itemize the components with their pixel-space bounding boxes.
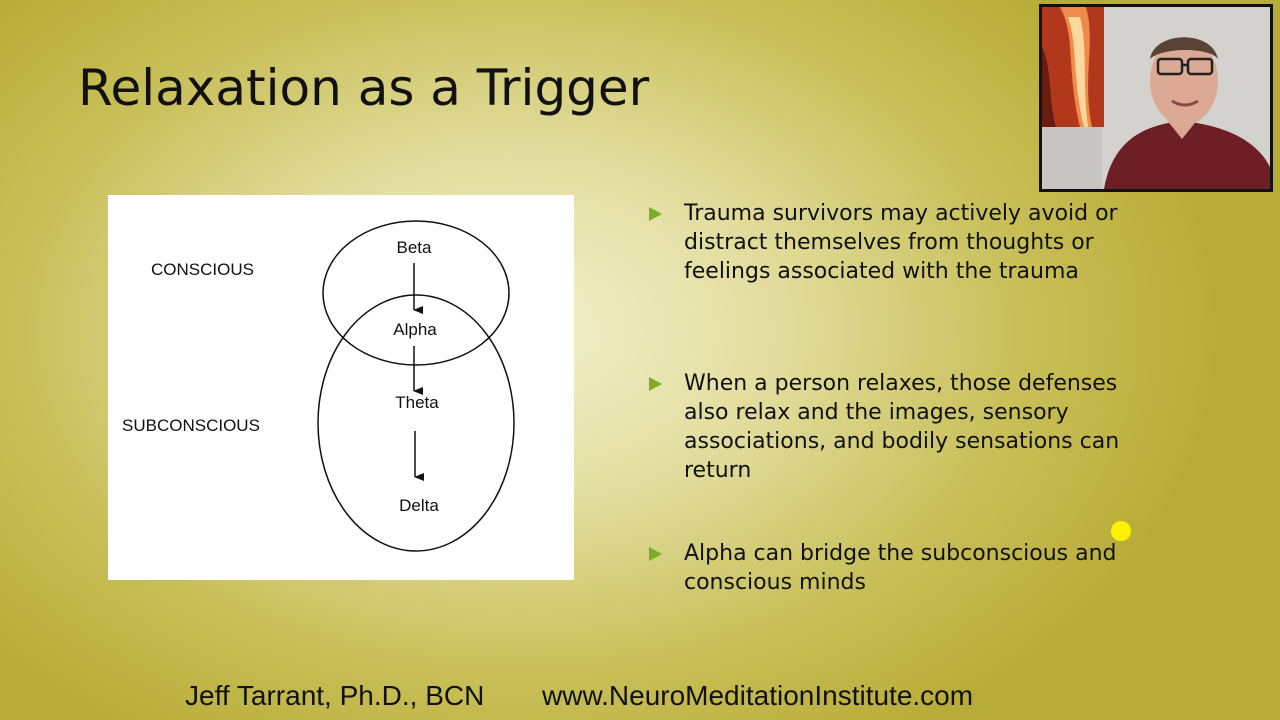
subconscious-label: SUBCONSCIOUS bbox=[122, 416, 260, 435]
subconscious-circle bbox=[317, 294, 515, 552]
conscious-label: CONSCIOUS bbox=[151, 260, 254, 279]
triangle-right-icon bbox=[648, 539, 684, 597]
state-delta: Delta bbox=[399, 496, 439, 515]
bullet-item: When a person relaxes, those defenses al… bbox=[648, 369, 1168, 485]
triangle-right-icon bbox=[648, 369, 684, 485]
footer-url: www.NeuroMeditationInstitute.com bbox=[542, 680, 974, 711]
diagram-canvas: CONSCIOUS SUBCONSCIOUS Beta Alpha Theta … bbox=[122, 220, 515, 552]
slide-footer: Jeff Tarrant, Ph.D., BCN www.NeuroMedita… bbox=[0, 676, 1280, 716]
presenter-video-frame bbox=[1042, 7, 1270, 189]
bullet-text: Trauma survivors may actively avoid or d… bbox=[684, 201, 1118, 284]
brainwave-diagram: CONSCIOUS SUBCONSCIOUS Beta Alpha Theta … bbox=[108, 195, 574, 580]
bullet-text: When a person relaxes, those defenses al… bbox=[684, 371, 1120, 483]
wall-artwork bbox=[1042, 7, 1104, 127]
state-theta: Theta bbox=[395, 393, 439, 412]
conscious-circle bbox=[322, 220, 510, 366]
footer-author: Jeff Tarrant, Ph.D., BCN bbox=[185, 680, 485, 711]
laser-pointer-icon bbox=[1111, 521, 1131, 541]
bullet-item: Alpha can bridge the subconscious and co… bbox=[648, 539, 1168, 597]
state-beta: Beta bbox=[397, 238, 433, 257]
bullet-text: Alpha can bridge the subconscious and co… bbox=[684, 541, 1117, 595]
triangle-right-icon bbox=[648, 199, 684, 286]
state-alpha: Alpha bbox=[393, 320, 437, 339]
presenter-webcam bbox=[1039, 4, 1273, 192]
bullet-item: Trauma survivors may actively avoid or d… bbox=[648, 199, 1168, 286]
slide-title: Relaxation as a Trigger bbox=[78, 59, 650, 117]
presenter bbox=[1104, 37, 1270, 189]
